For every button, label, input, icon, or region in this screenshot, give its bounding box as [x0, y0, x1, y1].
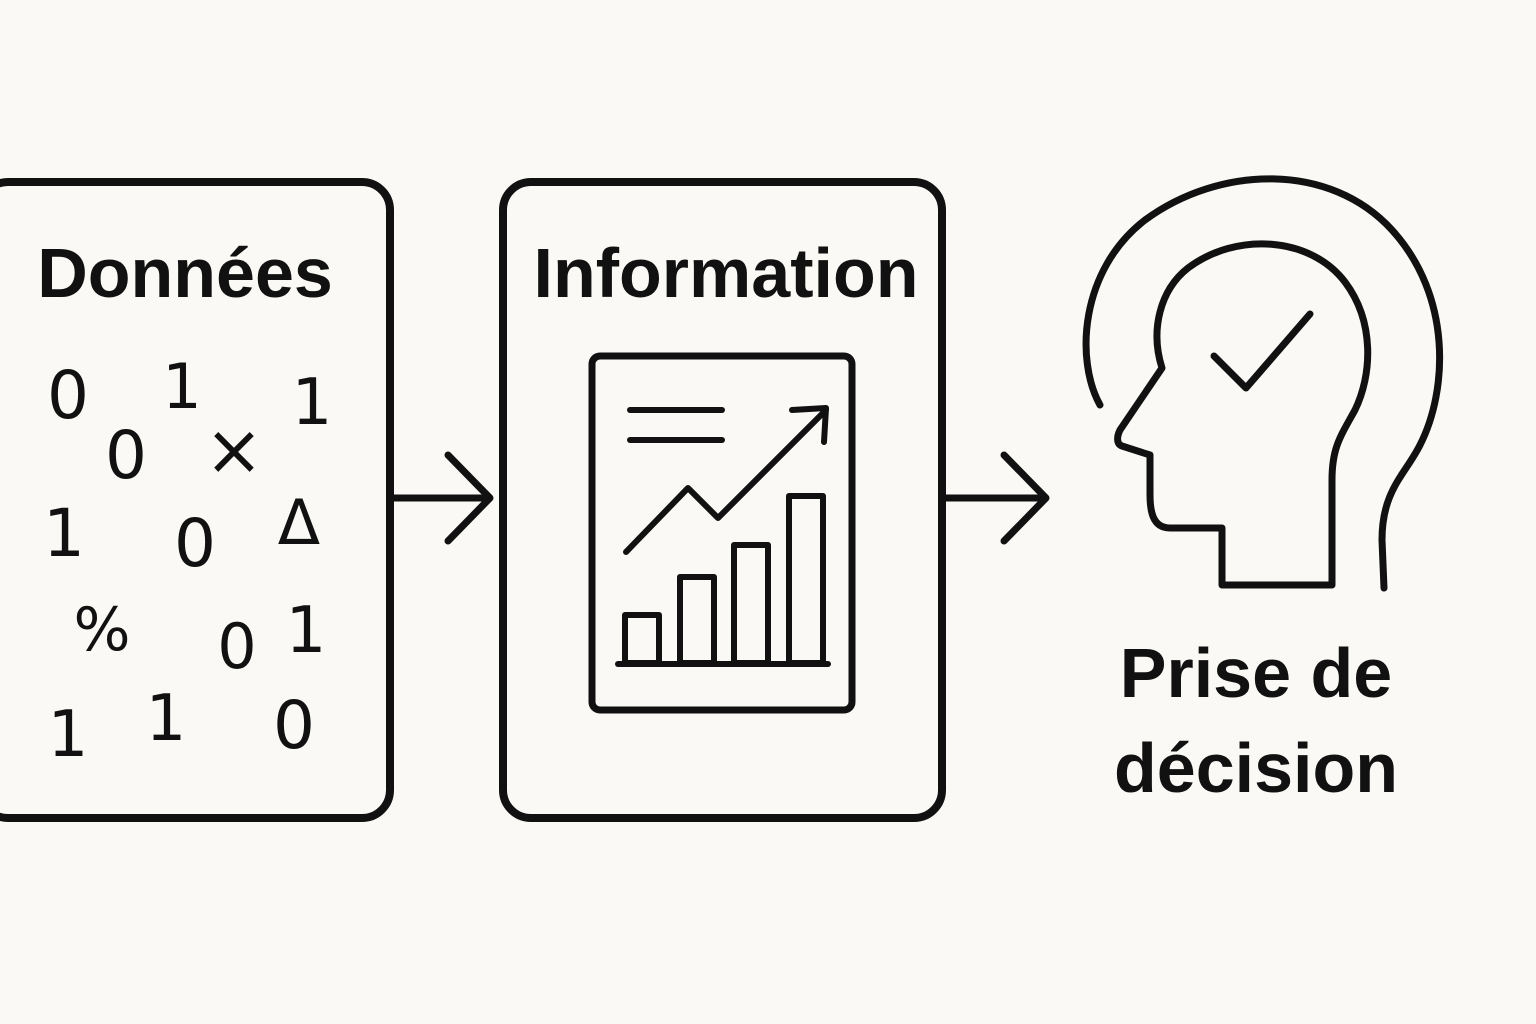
data-symbol: 0 — [273, 687, 315, 764]
information-box-frame — [499, 178, 946, 822]
data-symbol: % — [73, 595, 130, 665]
data-symbol: 0 — [47, 357, 89, 434]
data-box-title: Données — [37, 234, 333, 312]
head-checkmark-icon — [1082, 175, 1444, 592]
data-symbol: 1 — [286, 594, 327, 668]
data-symbol: 0 — [174, 505, 216, 582]
decision-section: Prise de décision — [1082, 175, 1444, 807]
decision-label-line2: décision — [1114, 729, 1398, 807]
data-symbol: 1 — [48, 698, 89, 772]
data-symbol: 0 — [217, 610, 256, 683]
data-symbol: 1 — [146, 682, 187, 756]
decision-label-line1: Prise de — [1120, 634, 1392, 712]
arrow-right-icon — [942, 451, 1050, 545]
report-chart-icon — [588, 352, 856, 714]
information-box-title: Information — [534, 234, 919, 312]
data-symbol: Δ — [278, 486, 320, 559]
data-symbols: 0 1 1 0 × 1 0 Δ % 0 1 1 1 0 — [43, 350, 332, 772]
data-symbol: 1 — [292, 366, 333, 440]
data-symbol: × — [205, 409, 264, 491]
data-symbol: 0 — [105, 417, 147, 494]
data-symbol: 1 — [162, 350, 201, 423]
data-box: Données 0 1 1 0 × 1 0 Δ % 0 1 1 1 0 — [0, 178, 394, 822]
data-symbol: 1 — [43, 495, 85, 572]
arrow-right-icon — [388, 451, 494, 545]
information-box: Information — [499, 178, 946, 822]
